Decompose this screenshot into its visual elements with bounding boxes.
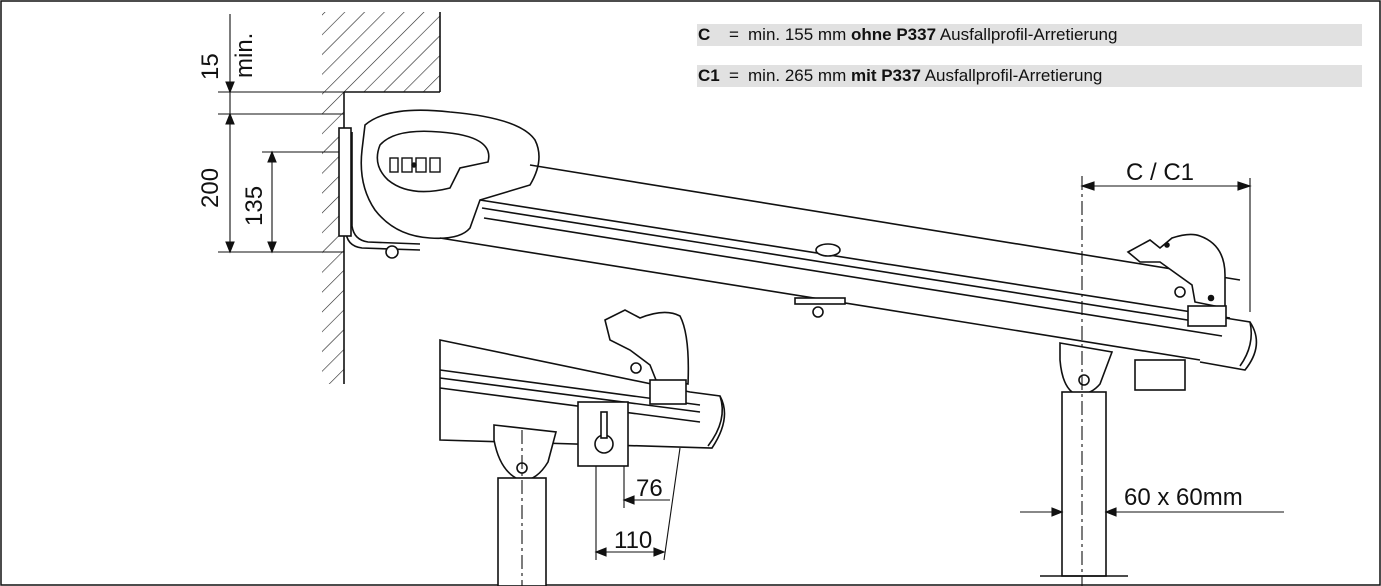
legend-row-c: C = min. 155 mm ohne P337 Ausfallprofil-Ar… <box>697 24 1362 46</box>
legend-bold: ohne P337 <box>850 25 937 44</box>
legend-bold: mit P337 <box>850 66 921 85</box>
support-post-right <box>1040 342 1128 577</box>
dimension-c <box>1020 176 1284 586</box>
dim-110: 110 <box>614 527 652 554</box>
legend-pre: min. 265 mm <box>748 66 847 85</box>
legend-symbol: C <box>698 25 711 44</box>
dim-76: 76 <box>636 475 663 502</box>
dim-post-size: 60 x 60mm <box>1124 484 1243 511</box>
legend-row-c1: C1 = min. 265 mm mit P337 Ausfallprofil-Ar… <box>697 65 1362 87</box>
dimension-lower <box>521 430 681 586</box>
legend-equals: = <box>729 66 739 85</box>
dim-15: 15 <box>197 53 224 80</box>
legend-symbol: C1 <box>698 66 720 85</box>
cassette-logo-icon <box>389 157 441 173</box>
legend-equals: = <box>729 25 739 44</box>
arm-bracket-right <box>1126 233 1227 391</box>
legend-post: Ausfallprofil-Arretierung <box>924 66 1103 85</box>
legend-pre: min. 155 mm <box>748 25 847 44</box>
detail-profile <box>439 309 726 586</box>
dim-200: 200 <box>197 168 224 208</box>
dim-c-c1: C / C1 <box>1126 159 1194 186</box>
dim-min: min. <box>231 33 258 78</box>
dimension-lines-left <box>218 14 344 254</box>
dim-135: 135 <box>241 186 268 226</box>
legend-post: Ausfallprofil-Arretierung <box>939 25 1118 44</box>
awning-cassette <box>338 109 1258 371</box>
